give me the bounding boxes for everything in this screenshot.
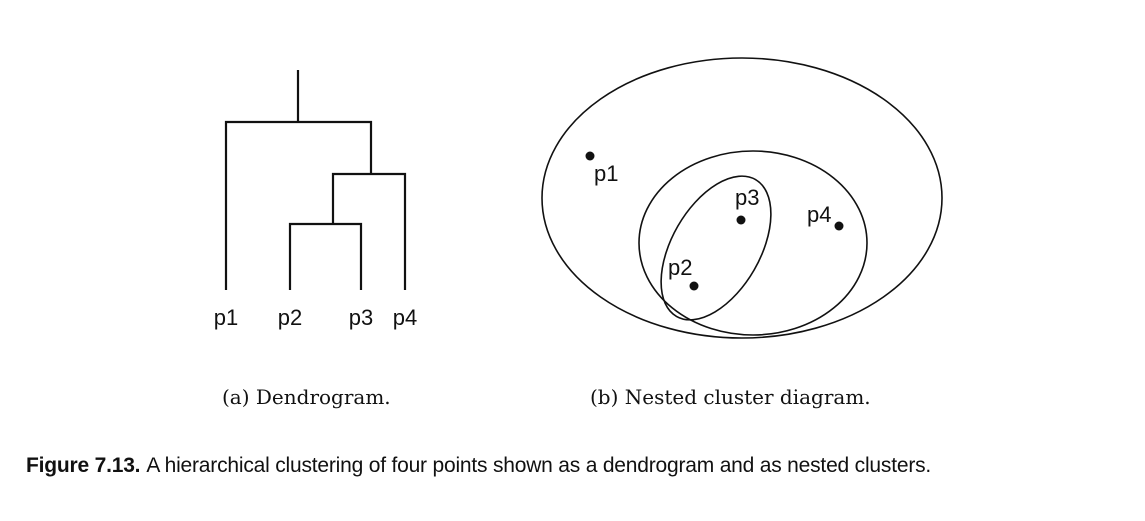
figure-caption: Figure 7.13.A hierarchical clustering of… [26, 454, 931, 478]
leaf-label-p1: p1 [214, 305, 238, 330]
leaf-label-p3: p3 [349, 305, 373, 330]
point-label-p4: p4 [807, 202, 831, 227]
point-label-p3: p3 [735, 185, 759, 210]
dendrogram [224, 70, 407, 290]
nested-cluster-diagram [541, 57, 943, 339]
point-label-p2: p2 [668, 255, 692, 280]
dendrogram-merge-p23-p4 [331, 172, 407, 290]
cluster-points [585, 151, 844, 291]
cluster-outer-ellipse [541, 57, 943, 339]
dendrogram-merge-p1-p234 [224, 120, 373, 290]
point-p4-dot [834, 221, 844, 231]
leaf-label-p2: p2 [278, 305, 302, 330]
subcaption-dendrogram: (a) Dendrogram. [222, 385, 391, 409]
figure-caption-label: Figure 7.13. [26, 454, 141, 477]
cluster-point-labels: p1 p2 p3 p4 [594, 161, 831, 280]
dendrogram-leaf-labels: p1 p2 p3 p4 [214, 305, 417, 330]
subcaption-nested-clusters: (b) Nested cluster diagram. [590, 385, 871, 409]
point-label-p1: p1 [594, 161, 618, 186]
point-p2-dot [689, 281, 699, 291]
leaf-label-p4: p4 [393, 305, 417, 330]
dendrogram-merge-p2-p3 [288, 222, 363, 290]
figure-caption-text: A hierarchical clustering of four points… [146, 454, 932, 477]
point-p1-dot [585, 151, 595, 161]
cluster-inner-ellipse [660, 175, 772, 321]
cluster-middle-ellipse [638, 150, 868, 336]
point-p3-dot [736, 215, 746, 225]
